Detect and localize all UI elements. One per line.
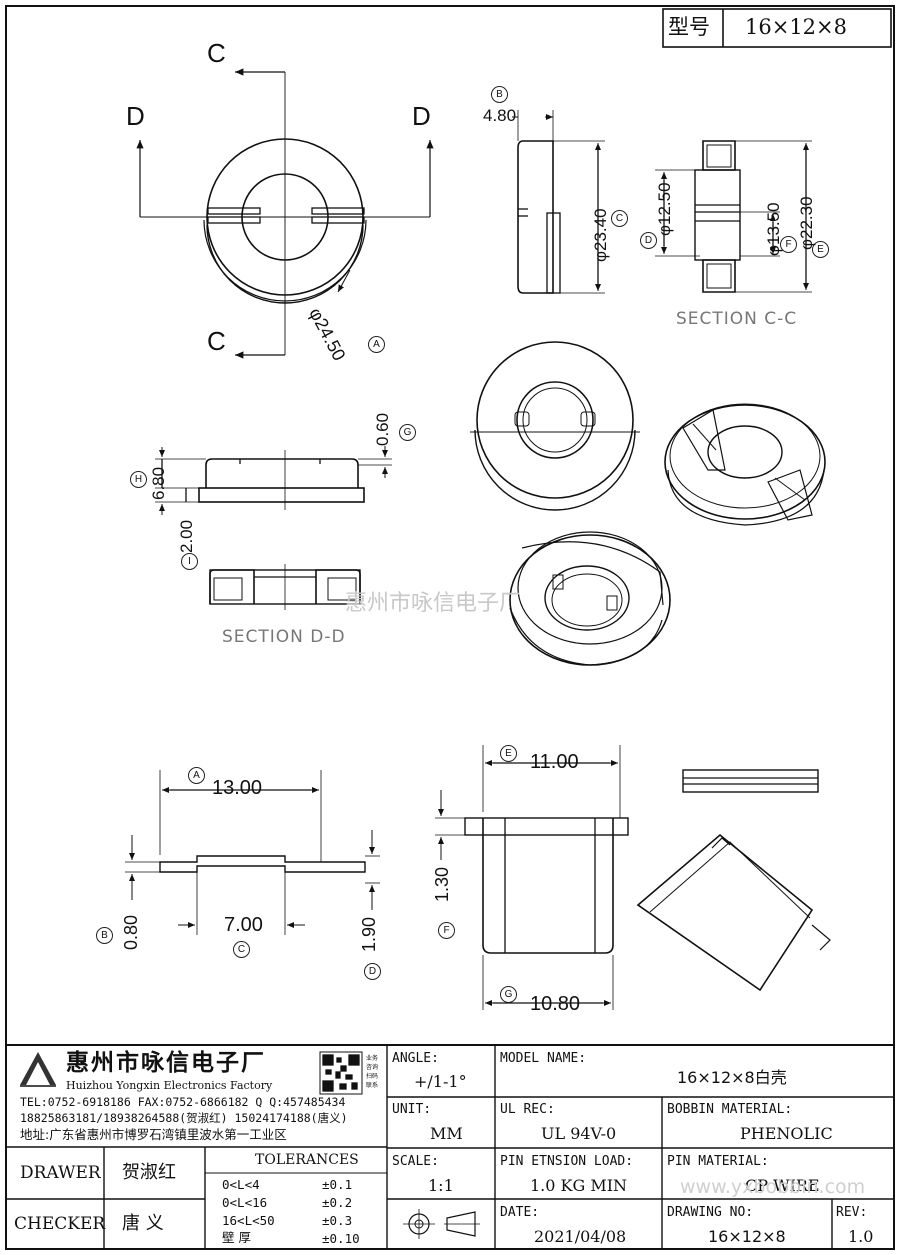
ref-g-circle-mid: G [399, 424, 416, 441]
tolerance-range-4: 壁 厚 [222, 1230, 251, 1245]
date-value: 2021/04/08 [534, 1227, 627, 1246]
checker-name: 唐 义 [122, 1213, 164, 1234]
tolerance-range-2: 0<L<16 [222, 1195, 268, 1210]
dim-dia-1350: φ13.50 [764, 202, 783, 256]
ref-a-circle-bottom: A [188, 767, 205, 784]
model-label: 型号 [668, 15, 710, 39]
section-dd-view [209, 564, 361, 610]
ref-f-circle-bottom: F [438, 922, 455, 939]
drawer-name: 贺淑红 [122, 1162, 176, 1183]
dim-width-top: 4.80 [483, 106, 517, 125]
dim-height-080: 0.80 [121, 914, 141, 950]
tolerance-value-2: ±0.2 [322, 1195, 353, 1210]
dim-height-200: 2.00 [177, 519, 196, 553]
dim-dia-2340: φ23.40 [591, 208, 610, 262]
section-letter-d-left: D [126, 101, 145, 131]
ref-f-circle-top: F [780, 236, 797, 253]
company-name-en: Huizhou Yongxin Electronics Factory [66, 1079, 273, 1092]
ref-b-circle-bottom: B [96, 927, 113, 944]
rev-label: REV: [836, 1205, 868, 1220]
iso-bottom-render [509, 531, 671, 666]
tolerance-value-3: ±0.3 [322, 1213, 353, 1228]
qr-code-icon [319, 1051, 363, 1095]
dim-height-060: 0.60 [373, 412, 392, 446]
model-name-value: 16×12×8白壳 [677, 1068, 787, 1087]
dim-dia-2230: φ22.30 [797, 196, 816, 250]
ref-b-circle-top: B [491, 86, 508, 103]
ref-c-circle-top: C [611, 210, 628, 227]
ref-d-circle-top: D [640, 232, 657, 249]
tolerance-range-1: 0<L<4 [222, 1177, 260, 1192]
company-name-cn: 惠州市咏信电子厂 [66, 1050, 266, 1076]
angle-value: +/1-1° [414, 1072, 467, 1091]
unit-value: MM [430, 1124, 463, 1143]
ref-e-circle-bottom: E [500, 745, 517, 762]
iso-top-view [470, 341, 640, 511]
company-contact-2: 18825863181/18938264588(贺淑红) 15024174188… [20, 1111, 348, 1125]
ref-h-circle: H [130, 471, 147, 488]
dim-width-1100: 11.00 [530, 751, 579, 773]
wall-profile-view [125, 770, 380, 935]
company-logo-icon [20, 1052, 56, 1087]
front-view [136, 68, 434, 359]
section-letter-c-bottom: C [207, 326, 226, 356]
dim-height-680: 6.80 [149, 466, 168, 500]
ul-rec-label: UL REC: [500, 1102, 555, 1117]
company-contact-1: TEL:0752-6918186 FAX:0752-6866182 Q Q:45… [20, 1095, 346, 1109]
dim-width-1300: 13.00 [212, 777, 263, 799]
tolerance-value-1: ±0.1 [322, 1177, 353, 1192]
tolerances-title: TOLERANCES [255, 1152, 359, 1168]
section-letter-d-right: D [412, 101, 431, 131]
ref-a-circle: A [368, 336, 385, 353]
ref-c-circle-bottom: C [233, 941, 250, 958]
pin-material-label: PIN MATERIAL: [667, 1154, 769, 1169]
model-value: 16×12×8 [745, 15, 847, 39]
drawer-label: DRAWER [20, 1163, 101, 1183]
title-block-grid [6, 1044, 894, 1249]
ref-d-circle-bottom: D [364, 963, 381, 980]
dim-dia-1250: φ12.50 [655, 182, 674, 236]
scale-label: SCALE: [392, 1154, 439, 1169]
unit-label: UNIT: [392, 1102, 432, 1117]
scale-value: 1:1 [428, 1176, 454, 1195]
dim-width-700: 7.00 [224, 914, 263, 936]
bottom-right-renders [636, 769, 831, 992]
tolerance-range-3: 16<L<50 [222, 1213, 275, 1228]
side-view [512, 110, 605, 294]
drawing-no-value: 16×12×8 [708, 1227, 786, 1246]
drawing-no-label: DRAWING NO: [667, 1205, 754, 1220]
iso-front-render [664, 403, 826, 526]
section-letter-c-top: C [207, 38, 226, 68]
section-cc-view [655, 140, 812, 293]
pin-material-value: CP WIRE [745, 1176, 820, 1195]
bobbin-material-label: BOBBIN MATERIAL: [667, 1102, 793, 1117]
tolerance-value-4: ±0.10 [322, 1231, 360, 1246]
pin-load-value: 1.0 KG MIN [530, 1176, 628, 1195]
dim-height-190: 1.90 [359, 916, 379, 952]
bottom-front-view [435, 745, 629, 1010]
bobbin-material-value: PHENOLIC [740, 1124, 833, 1143]
section-cc-label: SECTION C-C [676, 309, 798, 329]
ref-e-circle-top: E [812, 241, 829, 258]
ref-g-circle-bottom: G [500, 986, 517, 1003]
company-address: 地址:广东省惠州市博罗石湾镇里波水第一工业区 [20, 1127, 287, 1142]
checker-label: CHECKER [14, 1214, 106, 1234]
watermark-corner: www.yxbobbin.com [680, 1176, 866, 1198]
rev-value: 1.0 [848, 1227, 874, 1246]
dim-height-130: 1.30 [432, 866, 452, 902]
dim-width-1080: 10.80 [530, 993, 581, 1015]
pin-load-label: PIN ETNSION LOAD: [500, 1154, 634, 1169]
ref-i-circle: I [181, 553, 198, 570]
model-name-label: MODEL NAME: [500, 1051, 587, 1066]
angle-label: ANGLE: [392, 1051, 439, 1066]
date-label: DATE: [500, 1205, 540, 1220]
ul-rec-value: UL 94V-0 [541, 1124, 617, 1143]
section-dd-label: SECTION D-D [222, 627, 346, 647]
watermark-center: 惠州市咏信电子厂 [345, 591, 522, 616]
profile-view [155, 446, 392, 515]
qr-caption: 业务咨询 扫码联系 [366, 1055, 379, 1089]
